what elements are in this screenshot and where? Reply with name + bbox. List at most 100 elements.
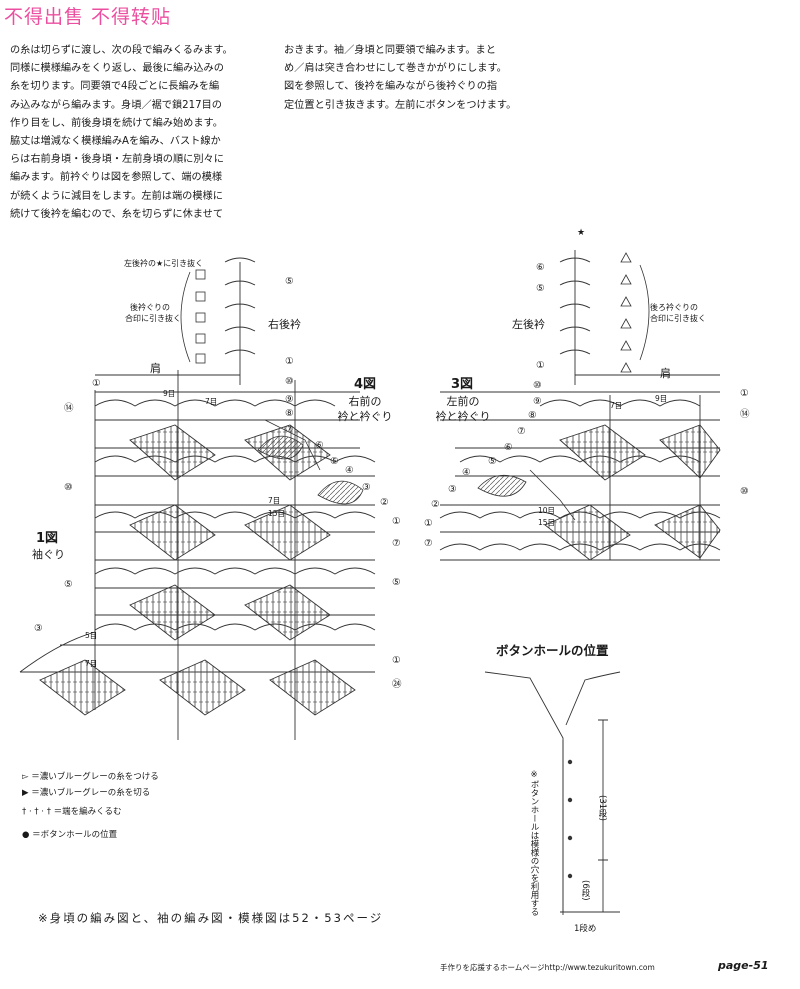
row-marker: ⑭ (740, 409, 750, 420)
row-marker: ④ (462, 467, 471, 478)
row-marker: ① (740, 388, 749, 399)
text-line: が続くように減目をします。左前は端の模様に (10, 190, 223, 202)
legend-text: ＝濃いブルーグレーの糸をつける (31, 772, 159, 782)
row-marker: ⑦ (424, 538, 433, 549)
buttonhole-dots (567, 759, 573, 879)
text-line: 糸を切ります。同要領で4段ごとに長編みを編 (10, 81, 220, 93)
row-marker: ⑤ (330, 456, 339, 467)
legend-text: ＝ボタンホールの位置 (32, 830, 118, 840)
row-marker: ⑥ (504, 442, 513, 453)
left-note-star: 左後衿の★に引き抜く (124, 259, 204, 268)
fig4-title: 4図 (353, 377, 377, 392)
buttonhole-note: ※ボタンホールは模様の穴を利用する (529, 770, 539, 916)
fig1-sub: 袖ぐり (32, 548, 65, 561)
text-line: み込みながら編みます。身頃／裾で鎖217目の (10, 99, 222, 111)
left-note-b: 合印に引き抜く (125, 314, 181, 323)
row-marker: ⑩ (64, 482, 73, 493)
watermark: 不得出售 不得转贴 (4, 6, 172, 28)
stitch-count: 9目 (655, 394, 668, 403)
row-marker: ⑧ (285, 408, 294, 419)
row-marker: ③ (448, 484, 457, 495)
body-text-left: の糸は切らずに渡し、次の段で編みくるみます。 同様に模様編みをくり返し、最後に編… (10, 42, 275, 224)
right-note-b: 合印に引き抜く (650, 314, 706, 323)
page-number: page-51 (718, 959, 769, 972)
row-marker: ⑤ (536, 283, 545, 294)
text-line: 編みます。前衿ぐりは図を参照して、端の模様 (10, 172, 223, 184)
right-back-collar-label: 右後衿 (268, 318, 301, 331)
legend-text: ＝端を編みくるむ (53, 807, 122, 817)
row-marker: ① (285, 356, 294, 367)
row-marker: ① (536, 360, 545, 371)
row-marker: ④ (345, 465, 354, 476)
text-line: の糸は切らずに渡し、次の段で編みくるみます。 (10, 45, 233, 56)
stitch-count: 7目 (85, 659, 98, 668)
row-marker: ⑧ (528, 410, 537, 421)
legend-buttonhole: ● ＝ボタンホールの位置 (22, 830, 118, 840)
row-marker: ① (424, 518, 433, 529)
row-marker: ⑥ (536, 262, 545, 273)
buttonhole-rows31: (31段) (597, 795, 607, 821)
legend-cut-yarn: ▶ ＝濃いブルーグレーの糸を切る (22, 788, 151, 798)
buttonhole-row1: 1段め (574, 924, 597, 934)
text-line: 図を参照して、後衿を編みながら後衿ぐりの指 (284, 81, 498, 93)
legend-attach-yarn: ▻ ＝濃いブルーグレーの糸をつける (22, 772, 159, 782)
text-line: 定位置と引き抜きます。左前にボタンをつけます。 (284, 99, 517, 111)
right-triangle-markers (620, 252, 632, 373)
row-marker: ⑦ (392, 538, 401, 549)
row-marker: ② (380, 497, 389, 508)
row-marker: ⑤ (285, 276, 294, 287)
left-note-a: 後衿ぐりの (130, 303, 170, 312)
text-line: 同様に模様編みをくり返し、最後に編み込みの (10, 63, 224, 75)
fig3-collar-shells (477, 469, 576, 521)
text-line: おきます。袖／身頃と同要領で編みます。まと (284, 45, 496, 56)
row-marker: ③ (34, 623, 43, 634)
stitch-count: 15目 (538, 518, 556, 527)
buttonhole-rows6: (6段) (580, 880, 590, 901)
stitch-count: 5目 (85, 631, 98, 640)
row-marker: ⑭ (64, 403, 74, 414)
text-line: 続けて後衿を編むので、糸を切らずに休ませて (10, 208, 224, 220)
row-marker: ③ (362, 482, 371, 493)
fig4-collar-shells (257, 419, 364, 505)
stitch-count: 7目 (610, 401, 623, 410)
buttonhole-drawing (484, 671, 621, 915)
row-marker: ① (392, 655, 401, 666)
star-marker: ★ (577, 228, 586, 238)
fig1-title: 1図 (36, 531, 59, 546)
row-marker: ⑩ (533, 380, 542, 391)
body-text-right: おきます。袖／身頃と同要領で編みます。まと め／肩は突き合わせにして巻きかがりに… (284, 42, 544, 115)
row-marker: ⑥ (315, 440, 324, 451)
fig3-sub2: 衿と衿ぐり (435, 410, 491, 423)
row-marker: ① (92, 378, 101, 389)
row-marker: ⑨ (285, 394, 294, 405)
row-marker: ⑨ (533, 396, 542, 407)
row-marker: ⑤ (488, 456, 497, 467)
text-line: らは右前身頃・後身頃・左前身頃の順に別々に (10, 154, 224, 166)
shoulder-label-right: 肩 (660, 367, 671, 380)
fig4-sub2: 衿と衿ぐり (337, 410, 393, 423)
footnote: ※身頃の編み図と、袖の編み図・模様図は52・53ページ (38, 911, 384, 925)
stitch-count: 9目 (163, 389, 176, 398)
right-body-chart (439, 250, 721, 561)
text-line: 作り目をし、前後身頃を続けて編み始めます。 (10, 117, 223, 129)
row-marker: ⑦ (285, 424, 294, 435)
text-line: 脇丈は増減なく模様編みAを編み、バスト線か (10, 136, 221, 148)
row-marker: ① (392, 516, 401, 527)
row-marker: ⑩ (285, 376, 294, 387)
row-marker: ⑦ (517, 426, 526, 437)
shoulder-label-left: 肩 (150, 362, 161, 375)
row-marker: ⑤ (64, 579, 73, 590)
row-marker: ⑩ (740, 486, 749, 497)
footer-url: 手作りを応援するホームページhttp://www.tezukuritown.co… (440, 963, 655, 972)
stitch-count: 7目 (268, 496, 281, 505)
stitch-count: 7目 (205, 397, 218, 406)
fig3-title: 3図 (450, 377, 474, 392)
row-marker: ② (431, 499, 440, 510)
left-body-chart (19, 257, 376, 740)
buttonhole-title: ボタンホールの位置 (496, 643, 609, 658)
right-note-a: 後ろ衿ぐりの (650, 303, 698, 312)
stitch-count: 10目 (538, 506, 556, 515)
row-marker: ⑤ (392, 577, 401, 588)
text-line: め／肩は突き合わせにして巻きかがりにします。 (284, 63, 507, 75)
